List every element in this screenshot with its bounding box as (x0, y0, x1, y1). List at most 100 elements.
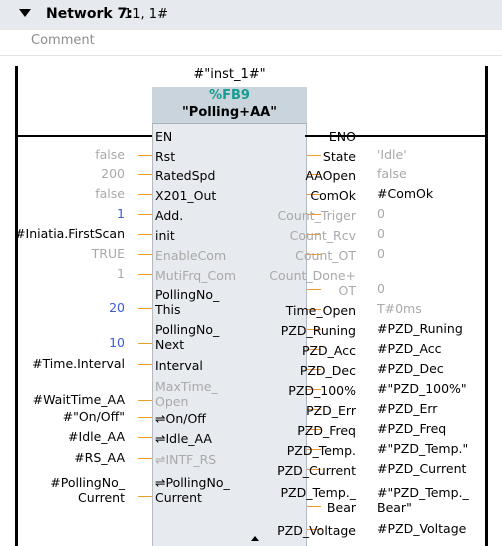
output-pin-pzd-voltage[interactable]: PZD_Voltage (277, 523, 356, 538)
output-pin-pzd-temp-bear[interactable]: PZD_Temp._Bear (280, 485, 356, 515)
input-operand-pollingno-this[interactable]: 20 (109, 300, 125, 315)
text-line: ⇌INTF_RS (155, 452, 217, 467)
output-pin-count-done-ot[interactable]: Count_Done+OT (269, 268, 356, 298)
input-operand-idle-aa[interactable]: #Idle_AA (68, 429, 125, 444)
input-pin-intf-rs[interactable]: ⇌INTF_RS (155, 452, 216, 467)
text-line: 200 (101, 166, 125, 181)
text-line: #PZD_Acc (377, 341, 442, 356)
output-pin-state[interactable]: State (323, 149, 356, 164)
output-pin-comok[interactable]: ComOk (310, 188, 356, 203)
text-line: Next (155, 337, 185, 352)
output-operand-count-rcv[interactable]: 0 (377, 226, 385, 241)
text-line: #PZD_Dec (377, 361, 444, 376)
output-operand-pzd-dec[interactable]: #PZD_Dec (377, 361, 444, 376)
input-operand-pollingno-next[interactable]: 10 (109, 335, 125, 350)
input-pin-ratedspd[interactable]: RatedSpd (155, 168, 215, 183)
output-pin-pzd-current[interactable]: PZD_Current (277, 463, 356, 478)
input-operand-enablecom[interactable]: TRUE (92, 246, 125, 261)
output-operand-aaopen[interactable]: false (377, 166, 407, 181)
input-pin-interval[interactable]: Interval (155, 358, 203, 373)
input-operand-add[interactable]: 1 (117, 206, 125, 221)
input-operand-intf-rs[interactable]: #RS_AA (74, 450, 125, 465)
output-pin-count-triger[interactable]: Count_Triger (277, 208, 356, 223)
input-pin-mutifrq-com[interactable]: MutiFrq_Com (155, 268, 236, 283)
text-line: ENO (328, 129, 356, 144)
output-operand-pzd-freq[interactable]: #PZD_Freq (377, 421, 446, 436)
input-pin-pollingno-this[interactable]: PollingNo_This (155, 287, 219, 317)
output-operand-pzd-voltage[interactable]: #PZD_Voltage (377, 521, 466, 536)
input-pin-enablecom[interactable]: EnableCom (155, 248, 226, 263)
output-operand-pzd-current[interactable]: #PZD_Current (377, 461, 466, 476)
network-comment[interactable]: Comment (31, 33, 95, 48)
network-header[interactable]: Network 7: 11, 1# (0, 0, 502, 30)
input-pin-en[interactable]: EN (155, 129, 172, 144)
function-block-header[interactable] (152, 87, 307, 123)
output-pin-time-open[interactable]: Time_Open (286, 303, 356, 318)
input-operand-maxtime-open[interactable]: #WaitTime_AA (33, 392, 125, 407)
output-wire-count-ot (307, 254, 321, 255)
input-pin-add[interactable]: Add. (155, 208, 183, 223)
output-pin-pzd-100[interactable]: PZD_100% (288, 383, 356, 398)
input-pin-rst[interactable]: Rst (155, 149, 175, 164)
output-pin-pzd-runing[interactable]: PZD_Runing (281, 323, 356, 338)
input-pin-on-off[interactable]: ⇌On/Off (155, 411, 206, 426)
output-operand-state[interactable]: 'Idle' (377, 147, 407, 162)
input-operand-ratedspd[interactable]: 200 (101, 166, 125, 181)
network-title-value[interactable]: 11, 1# (124, 7, 168, 22)
output-pin-pzd-acc[interactable]: PZD_Acc (302, 343, 356, 358)
output-operand-pzd-runing[interactable]: #PZD_Runing (377, 321, 463, 336)
instance-db-name[interactable]: #"inst_1#" (193, 67, 266, 82)
scroll-more-arrow-icon[interactable] (251, 536, 259, 541)
input-operand-pollingno-current[interactable]: #PollingNo_Current (50, 475, 125, 505)
output-operand-count-ot[interactable]: 0 (377, 246, 385, 261)
output-wire-state (307, 155, 321, 156)
input-wire-on-off (138, 417, 152, 418)
output-operand-pzd-temp[interactable]: #"PZD_Temp." (377, 441, 468, 456)
text-line: TRUE (91, 246, 125, 261)
input-operand-init[interactable]: #Iniatia.FirstScan (15, 226, 125, 241)
output-wire-aaopen (307, 174, 321, 175)
output-pin-aaopen[interactable]: AAOpen (305, 168, 356, 183)
output-operand-comok[interactable]: #ComOk (377, 186, 433, 201)
text-line: PZD_Err (306, 403, 356, 418)
text-line: #Time.Interval (32, 356, 125, 371)
output-operand-pzd-temp-bear[interactable]: #"PZD_Temp._Bear" (377, 485, 469, 515)
text-line: X201_Out (155, 188, 217, 203)
output-wire-pzd-freq (307, 429, 321, 430)
function-block[interactable] (152, 87, 307, 546)
output-operand-pzd-err[interactable]: #PZD_Err (377, 401, 437, 416)
output-operand-count-triger[interactable]: 0 (377, 206, 385, 221)
input-pin-pollingno-next[interactable]: PollingNo_Next (155, 322, 219, 352)
input-operand-interval[interactable]: #Time.Interval (32, 356, 125, 371)
input-pin-x201-out[interactable]: X201_Out (155, 188, 216, 203)
input-pin-idle-aa[interactable]: ⇌Idle_AA (155, 431, 212, 446)
output-operand-pzd-acc[interactable]: #PZD_Acc (377, 341, 442, 356)
input-pin-maxtime-open[interactable]: MaxTime_Open (155, 379, 218, 409)
output-pin-pzd-err[interactable]: PZD_Err (306, 403, 356, 418)
text-line: ⇌Idle_AA (155, 431, 212, 446)
input-pin-init[interactable]: init (155, 228, 175, 243)
text-line: 1 (117, 266, 125, 281)
input-operand-rst[interactable]: false (95, 147, 125, 162)
output-pin-pzd-dec[interactable]: PZD_Dec (300, 363, 356, 378)
output-operand-pzd-100[interactable]: #"PZD_100%" (377, 381, 467, 396)
output-pin-pzd-temp[interactable]: PZD_Temp. (287, 443, 356, 458)
output-pin-count-ot[interactable]: Count_OT (295, 248, 356, 263)
input-pin-pollingno-current[interactable]: ⇌PollingNo_Current (155, 475, 230, 505)
text-line: Count_OT (295, 248, 356, 263)
collapse-triangle-icon[interactable] (19, 9, 31, 17)
output-pin-pzd-freq[interactable]: PZD_Freq (297, 423, 356, 438)
output-operand-time-open[interactable]: T#0ms (377, 301, 422, 316)
input-operand-mutifrq-com[interactable]: 1 (117, 266, 125, 281)
output-operand-count-done-ot[interactable]: 0 (377, 281, 385, 296)
left-power-rail (15, 66, 18, 546)
input-operand-on-off[interactable]: #"On/Off" (63, 409, 125, 424)
output-pin-eno[interactable]: ENO (329, 129, 356, 144)
text-line: PZD_Voltage (277, 523, 356, 538)
text-line: 'Idle' (377, 147, 407, 162)
text-line: PollingNo_ (155, 287, 220, 302)
input-operand-x201-out[interactable]: false (95, 186, 125, 201)
text-line: PollingNo_ (155, 322, 220, 337)
output-pin-count-rcv[interactable]: Count_Rcv (290, 228, 356, 243)
output-wire-pzd-100 (307, 389, 321, 390)
